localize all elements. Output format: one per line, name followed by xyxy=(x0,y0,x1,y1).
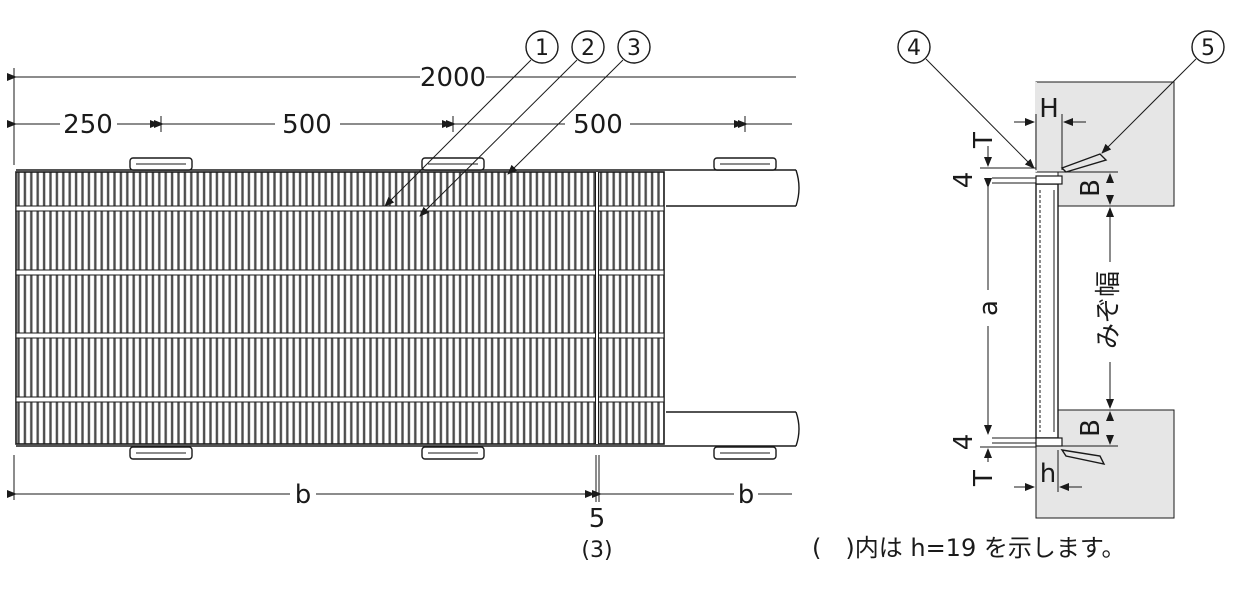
cross-rods xyxy=(15,205,665,403)
callout-3-label: 3 xyxy=(627,36,641,61)
dim-2000-label: 2000 xyxy=(420,63,486,93)
dim-T-bottom-label: T xyxy=(969,470,999,487)
dim-h: h xyxy=(1014,450,1082,492)
handle-top-1 xyxy=(129,157,193,171)
dim-H: H xyxy=(1014,94,1086,170)
callout-5: 5 xyxy=(1101,30,1225,154)
dim-B-bottom: B xyxy=(1058,411,1118,447)
dim-T-bottom: T xyxy=(969,446,1036,487)
dim-H-label: H xyxy=(1039,94,1059,124)
dim-gap-label: 5 xyxy=(589,504,606,534)
dim-ditch-width: みぞ幅 xyxy=(1094,207,1124,409)
dim-4-top-label: 4 xyxy=(949,172,979,189)
callout-2: 2 xyxy=(419,30,605,217)
handle-bottom-1 xyxy=(129,446,193,460)
dim-h-label: h xyxy=(1040,459,1056,489)
grating-section xyxy=(992,175,1063,447)
break-line-top xyxy=(795,169,800,207)
handle-top-2 xyxy=(421,157,485,171)
ditch-width-label: みぞ幅 xyxy=(1094,271,1124,349)
dim-b-left-label: b xyxy=(295,480,312,510)
dim-2000: 2000 xyxy=(7,63,796,93)
dim-B-top-label: B xyxy=(1076,179,1106,197)
handle-bottom-2 xyxy=(421,446,485,460)
break-line-bottom xyxy=(795,411,800,447)
callout-4: 4 xyxy=(897,30,1035,169)
dim-B-top: B xyxy=(1058,171,1118,205)
handle-bottom-3 xyxy=(713,446,777,460)
anchor-top xyxy=(1060,153,1108,173)
grating-panel xyxy=(15,171,665,445)
dim-500-a-label: 500 xyxy=(282,110,332,140)
section-view: H T 4 a 4 T B xyxy=(812,30,1225,562)
dim-250-label: 250 xyxy=(63,110,113,140)
dim-row-bottom: b b 5 (3) xyxy=(7,455,792,563)
dim-row-spacing: 250 500 500 xyxy=(7,110,792,140)
dim-a-label: a xyxy=(974,300,1004,316)
dim-b-right-label: b xyxy=(738,480,755,510)
callout-2-label: 2 xyxy=(581,36,595,61)
handle-top-3 xyxy=(713,157,777,171)
callout-4-label: 4 xyxy=(907,36,921,61)
callout-1: 1 xyxy=(384,30,559,207)
dim-a: a xyxy=(974,178,1004,435)
dim-gap-alt-label: (3) xyxy=(581,538,612,563)
anchor-bottom xyxy=(1060,449,1106,465)
dim-B-bottom-label: B xyxy=(1076,419,1106,437)
note-text: ( )内は h=19 を示します。 xyxy=(812,534,1125,562)
callout-5-label: 5 xyxy=(1201,36,1215,61)
callout-3: 3 xyxy=(507,30,651,175)
plan-view: 2000 250 500 500 b b xyxy=(7,30,800,563)
callout-1-label: 1 xyxy=(535,36,549,61)
dim-T-top: T xyxy=(969,132,1036,198)
dim-T-top-label: T xyxy=(969,132,999,149)
dim-4-bottom-label: 4 xyxy=(949,434,979,451)
dim-500-b-label: 500 xyxy=(573,110,623,140)
